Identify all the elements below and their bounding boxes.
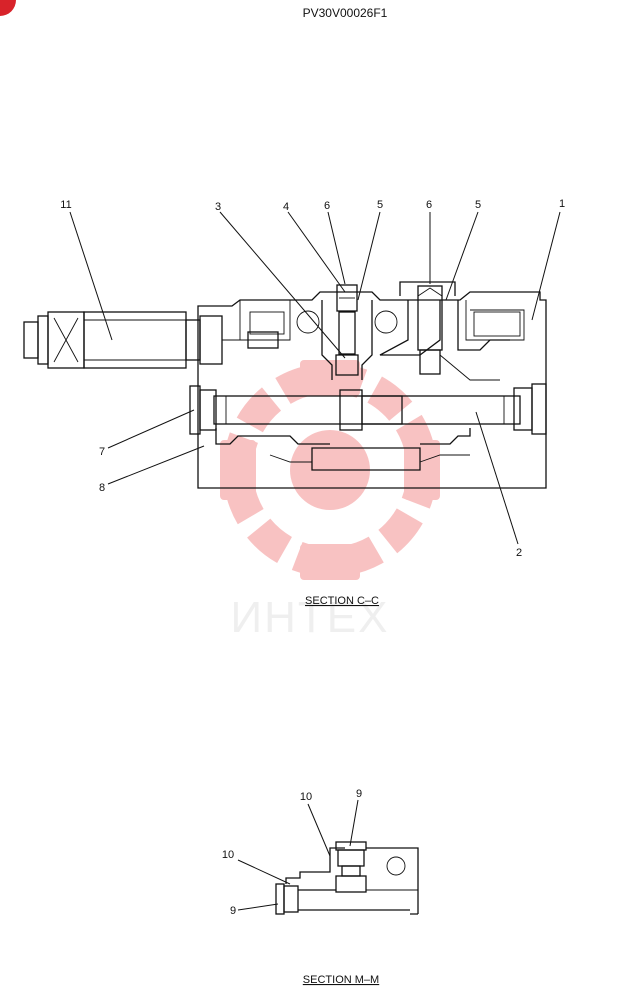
callout-label: 5: [377, 199, 383, 211]
watermark-text: ИНТЕХ: [231, 593, 390, 642]
callout-label: 2: [516, 547, 522, 559]
section-c-c-title: SECTION C–C: [305, 595, 379, 607]
corner-badge: [0, 0, 16, 16]
callout-label: 7: [99, 446, 105, 458]
callout-label: 9: [230, 905, 236, 917]
section-m-m-title: SECTION M–M: [303, 974, 379, 986]
section-m-m-drawing: [275, 841, 419, 915]
callout-label: 8: [99, 482, 105, 494]
callout-label: 9: [356, 788, 362, 800]
section-m-m-callouts: 10 9 10 9: [222, 788, 362, 917]
callout-label: 3: [215, 201, 221, 213]
section-c-c-callouts: 11 3 4 6 5 6 5 1 7 8 2: [60, 198, 565, 559]
drawing-code: PV30V00026F1: [303, 6, 388, 20]
callout-label: 4: [283, 201, 289, 213]
callout-label: 1: [559, 198, 565, 210]
section-m-m-leaders: [237, 799, 359, 911]
callout-label: 11: [60, 199, 71, 211]
watermark-gear-icon: [220, 360, 440, 580]
callout-label: 6: [426, 199, 432, 211]
callout-label: 10: [300, 791, 312, 803]
section-c-c-drawing: [23, 281, 547, 489]
callout-label: 10: [222, 849, 234, 861]
callout-label: 5: [475, 199, 481, 211]
watermark-logo: ИНТЕХ: [220, 360, 440, 642]
section-c-c-leaders: [69, 211, 561, 545]
callout-label: 6: [324, 200, 330, 212]
